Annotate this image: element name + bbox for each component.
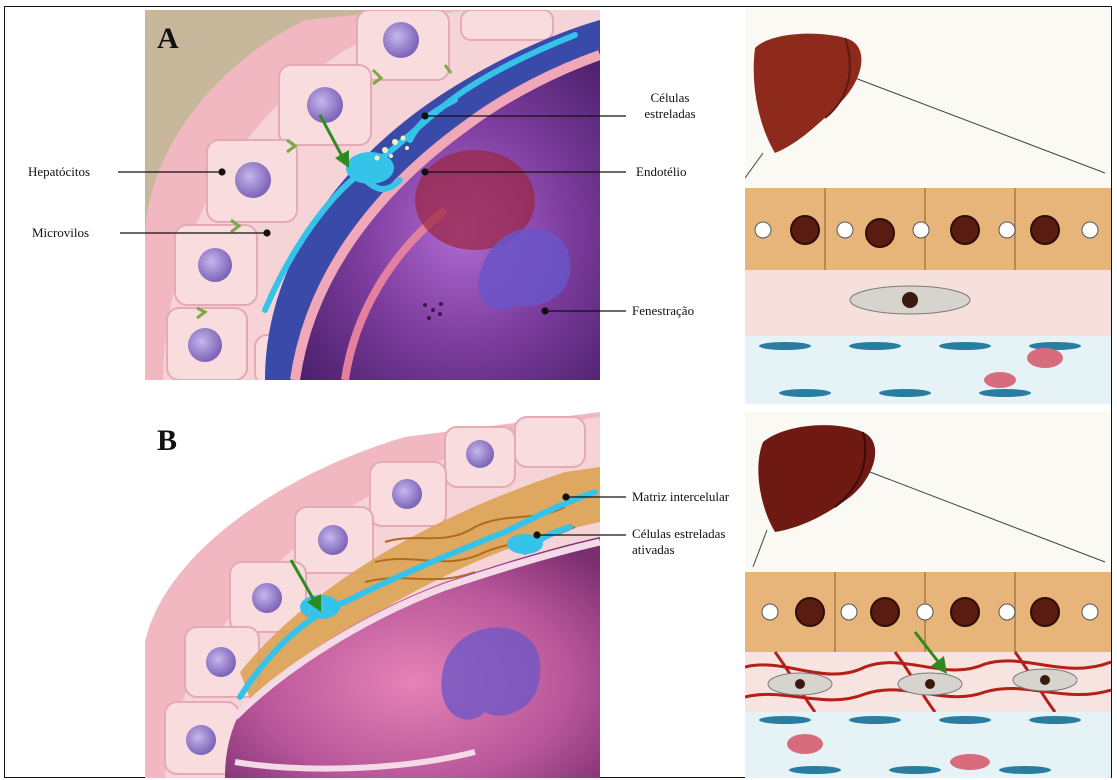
label-matriz-intercelular: Matriz intercelular	[632, 489, 729, 505]
label-ativadas-line2: ativadas	[632, 542, 726, 558]
label-ativadas-line1: Células estreladas	[632, 526, 726, 542]
panel-b-schematic	[745, 412, 1111, 778]
label-celulas-estreladas-ativadas: Células estreladas ativadas	[632, 526, 726, 558]
panel-b-schematic-drawing	[745, 412, 1111, 778]
schematic-b-kupffer-cell	[787, 734, 823, 754]
